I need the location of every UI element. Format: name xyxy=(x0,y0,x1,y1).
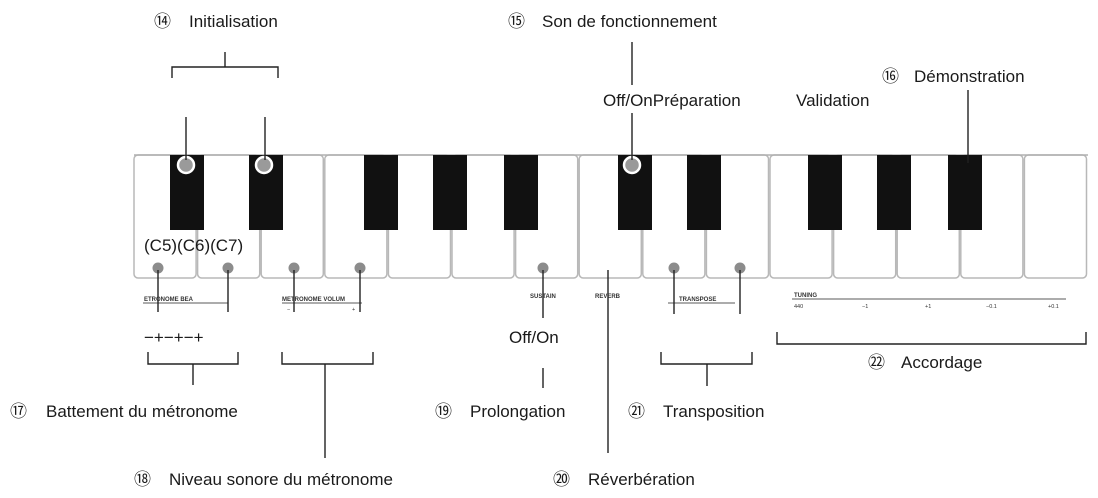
validation-label: Validation xyxy=(796,91,869,110)
callout-19-number: ⑲ xyxy=(435,402,452,421)
panel-metronome-beat: ETRONOME BEA xyxy=(144,297,194,303)
panel-sustain: SUSTAIN xyxy=(530,294,556,300)
key-marker-ring xyxy=(254,155,274,175)
bracket-metronome-beat xyxy=(147,352,239,365)
callout-16-label: Démonstration xyxy=(914,67,1025,86)
callout-18-number: ⑱ xyxy=(134,470,151,489)
key-marker-dot xyxy=(354,262,366,274)
callout-17-number: ⑰ xyxy=(10,402,27,421)
tuning-value-plus01: +0.1 xyxy=(1048,304,1059,310)
key-marker-dot xyxy=(668,262,680,274)
callout-14-number: ⑭ xyxy=(154,12,171,31)
tuning-value-440: 440 xyxy=(794,304,803,310)
black-key xyxy=(364,155,398,230)
black-key xyxy=(948,155,982,230)
beat-signs-label: −+−+−+ xyxy=(144,328,204,347)
leader-lines xyxy=(143,42,1087,458)
callout-21-label: Transposition xyxy=(663,402,764,421)
tuning-value-minus1: −1 xyxy=(862,304,868,310)
callout-15-label: Son de fonctionnement xyxy=(542,12,717,31)
callout-20-number: ⑳ xyxy=(553,470,570,489)
callout-19-label: Prolongation xyxy=(470,402,565,421)
panel-tuning: TUNING xyxy=(794,293,817,299)
callout-21-number: ㉑ xyxy=(628,402,645,421)
panel-volume-minus: − xyxy=(287,307,290,313)
callout-22-label: Accordage xyxy=(901,353,982,372)
bracket-initialisation xyxy=(171,66,279,78)
off-on-label: Off/On xyxy=(509,328,559,347)
callout-15-number: ⑮ xyxy=(508,12,525,31)
black-key xyxy=(877,155,911,230)
panel-reverb: REVERB xyxy=(595,294,621,300)
key-dots xyxy=(152,155,746,274)
panel-metronome-volume: METRONOME VOLUM xyxy=(282,297,345,303)
key-marker-dot xyxy=(152,262,164,274)
c5-c6-c7-label: (C5)(C6)(C7) xyxy=(144,236,243,255)
black-key xyxy=(808,155,842,230)
callout-17-label: Battement du métronome xyxy=(46,402,238,421)
panel-volume-plus: + xyxy=(352,307,355,313)
key-marker-dot xyxy=(734,262,746,274)
tuning-value-plus1: +1 xyxy=(925,304,931,310)
callout-18-label: Niveau sonore du métronome xyxy=(169,470,393,489)
black-key xyxy=(687,155,721,230)
key-marker-dot xyxy=(222,262,234,274)
key-marker-dot xyxy=(288,262,300,274)
white-key xyxy=(1023,154,1088,279)
bracket-transposition xyxy=(660,352,753,365)
bracket-metronome-volume xyxy=(281,352,374,365)
black-key xyxy=(504,155,538,230)
panel-transpose: TRANSPOSE xyxy=(679,297,716,303)
bracket-accordage xyxy=(776,332,1087,345)
callout-16-number: ⑯ xyxy=(882,67,899,86)
key-marker-dot xyxy=(537,262,549,274)
callout-20-label: Réverbération xyxy=(588,470,695,489)
callout-22-number: ㉒ xyxy=(868,353,885,372)
tuning-value-minus01: −0.1 xyxy=(986,304,997,310)
off-on-preparation-label: Off/OnPréparation xyxy=(603,91,741,110)
callout-14-label: Initialisation xyxy=(189,12,278,31)
black-key xyxy=(433,155,467,230)
